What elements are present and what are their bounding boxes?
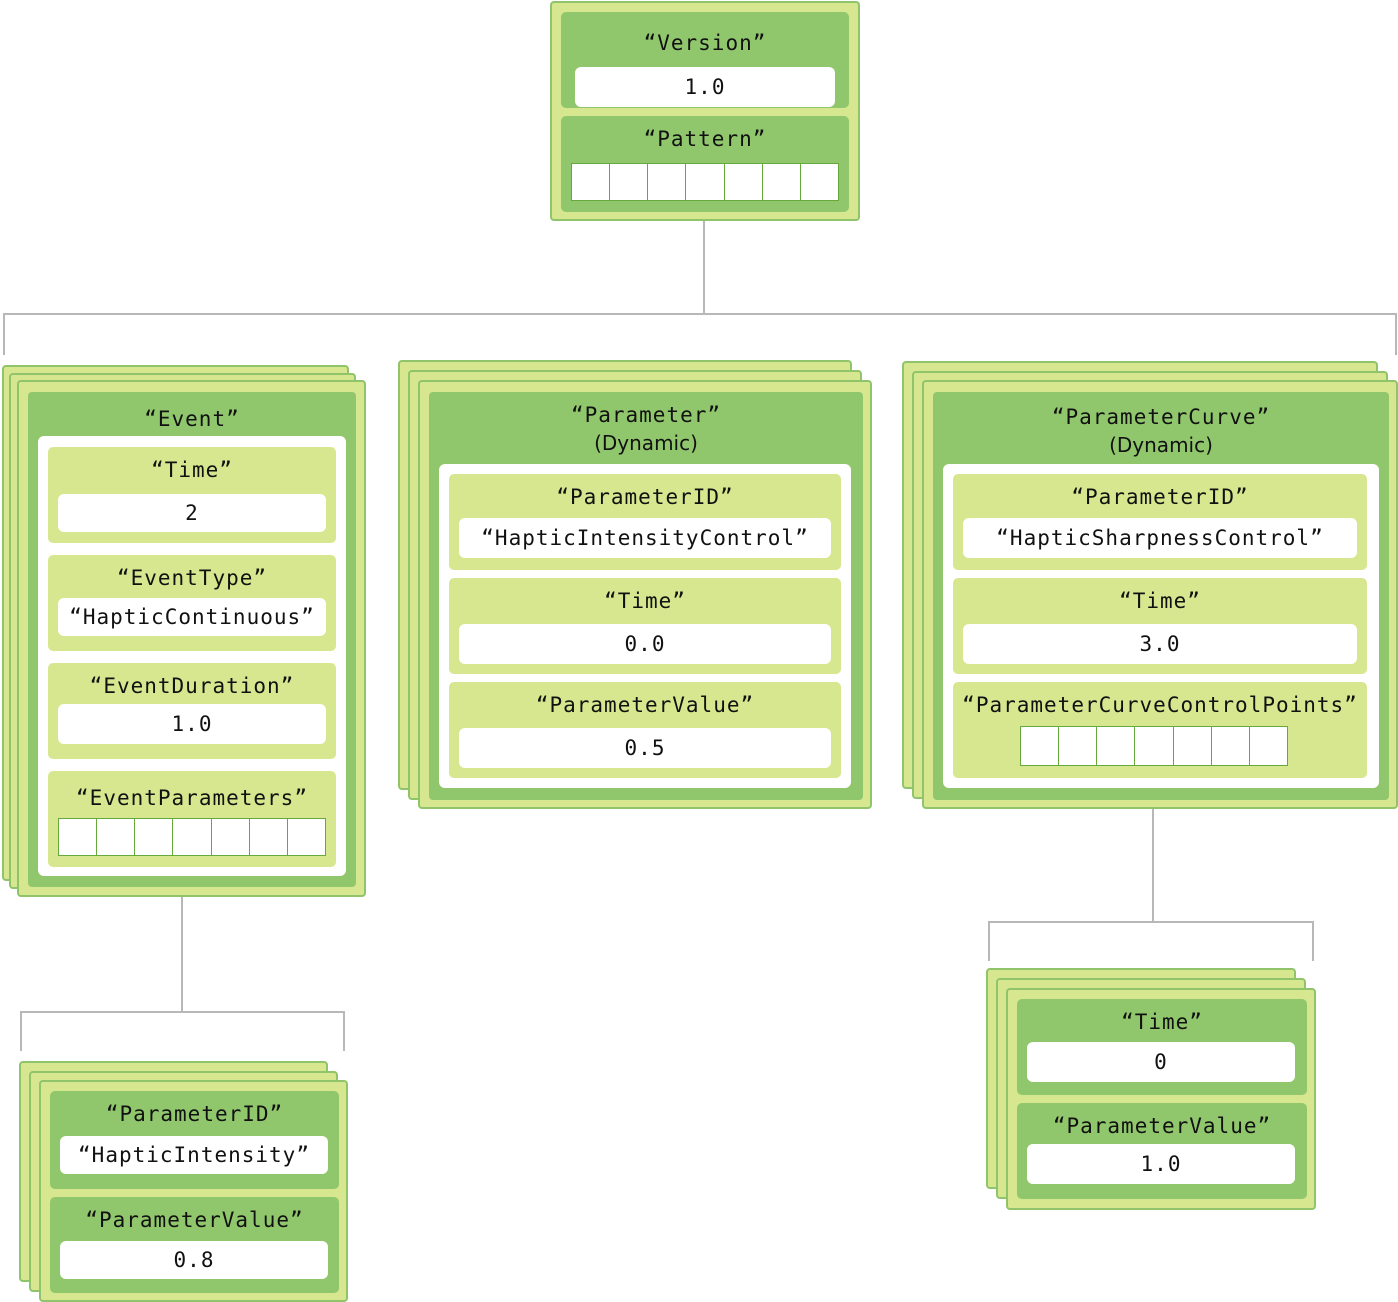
event-parameter-value-key: “ParameterValue” bbox=[85, 1208, 304, 1232]
parameter-curve-id-entry: “ParameterID” “HapticSharpnessControl” bbox=[953, 474, 1367, 570]
connector-event-horizontal bbox=[20, 1011, 345, 1013]
parameter-curve-subtitle: (Dynamic) bbox=[1109, 433, 1213, 457]
event-parameter-id-value: “HapticIntensity” bbox=[60, 1136, 328, 1174]
connector-curve-horizontal bbox=[988, 921, 1314, 923]
pattern-entry: “Pattern” bbox=[561, 116, 849, 212]
parameter-value-entry: “ParameterValue” 0.5 bbox=[449, 682, 841, 778]
control-point-node: “Time” 0 “ParameterValue” 1.0 bbox=[1006, 988, 1316, 1210]
connector-event-left-tick bbox=[20, 1011, 22, 1051]
version-key: “Version” bbox=[643, 31, 767, 55]
parameter-curve-points-entry: “ParameterCurveControlPoints” bbox=[953, 682, 1367, 778]
pattern-key: “Pattern” bbox=[643, 127, 767, 151]
event-node: “Event” “Time” 2 “EventType” “HapticCont… bbox=[17, 380, 366, 897]
parameter-id-entry: “ParameterID” “HapticIntensityControl” bbox=[449, 474, 841, 570]
event-parameters-entry: “EventParameters” bbox=[48, 771, 336, 867]
parameter-id-value: “HapticIntensityControl” bbox=[459, 518, 831, 558]
parameter-curve-time-key: “Time” bbox=[1119, 589, 1201, 613]
connector-event-right-tick bbox=[343, 1011, 345, 1051]
parameter-body: “ParameterID” “HapticIntensityControl” “… bbox=[439, 464, 851, 788]
event-duration-value: 1.0 bbox=[58, 704, 326, 744]
parameter-value-key: “ParameterValue” bbox=[535, 693, 755, 717]
connector-curve-right-tick bbox=[1312, 921, 1314, 961]
pattern-array bbox=[571, 163, 839, 201]
parameter-time-key: “Time” bbox=[604, 589, 686, 613]
control-point-time-value: 0 bbox=[1027, 1042, 1295, 1082]
parameter-outer: “Parameter” (Dynamic) “ParameterID” “Hap… bbox=[429, 392, 863, 800]
connector-curve-vertical bbox=[1152, 808, 1154, 922]
event-parameter-node: “ParameterID” “HapticIntensity” “Paramet… bbox=[39, 1080, 348, 1302]
parameter-node: “Parameter” (Dynamic) “ParameterID” “Hap… bbox=[418, 380, 872, 809]
parameter-value-value: 0.5 bbox=[459, 728, 831, 768]
version-entry: “Version” 1.0 bbox=[561, 12, 849, 108]
connector-root-left-tick bbox=[3, 313, 5, 355]
connector-root-right-tick bbox=[1395, 313, 1397, 355]
event-parameter-value-value: 0.8 bbox=[60, 1241, 328, 1279]
parameter-curve-points-key: “ParameterCurveControlPoints” bbox=[962, 693, 1358, 717]
control-point-time-entry: “Time” 0 bbox=[1017, 999, 1307, 1095]
event-title: “Event” bbox=[144, 407, 240, 431]
connector-root-vertical bbox=[703, 220, 705, 314]
parameter-curve-body: “ParameterID” “HapticSharpnessControl” “… bbox=[943, 464, 1379, 788]
parameter-time-value: 0.0 bbox=[459, 624, 831, 664]
event-time-entry: “Time” 2 bbox=[48, 447, 336, 543]
control-point-time-key: “Time” bbox=[1121, 1010, 1203, 1034]
event-parameter-id-key: “ParameterID” bbox=[105, 1102, 284, 1126]
event-duration-entry: “EventDuration” 1.0 bbox=[48, 663, 336, 759]
control-point-value-value: 1.0 bbox=[1027, 1144, 1295, 1184]
event-parameters-array bbox=[58, 818, 326, 856]
event-time-key: “Time” bbox=[151, 458, 233, 482]
parameter-time-entry: “Time” 0.0 bbox=[449, 578, 841, 674]
connector-curve-left-tick bbox=[988, 921, 990, 961]
parameter-curve-id-value: “HapticSharpnessControl” bbox=[963, 518, 1357, 558]
parameter-curve-id-key: “ParameterID” bbox=[1071, 485, 1249, 509]
event-type-value: “HapticContinuous” bbox=[58, 598, 326, 636]
version-value: 1.0 bbox=[575, 67, 835, 107]
parameter-curve-outer: “ParameterCurve” (Dynamic) “ParameterID”… bbox=[933, 392, 1389, 800]
parameter-curve-time-entry: “Time” 3.0 bbox=[953, 578, 1367, 674]
event-body: “Time” 2 “EventType” “HapticContinuous” … bbox=[38, 436, 346, 876]
event-time-value: 2 bbox=[58, 494, 326, 532]
parameter-subtitle: (Dynamic) bbox=[594, 431, 698, 455]
control-point-value-key: “ParameterValue” bbox=[1052, 1114, 1272, 1138]
root-node: “Version” 1.0 “Pattern” bbox=[550, 1, 860, 221]
parameter-curve-points-array bbox=[1020, 726, 1288, 766]
connector-root-horizontal bbox=[3, 313, 1397, 315]
event-duration-key: “EventDuration” bbox=[89, 674, 295, 698]
parameter-curve-time-value: 3.0 bbox=[963, 624, 1357, 664]
event-type-entry: “EventType” “HapticContinuous” bbox=[48, 555, 336, 651]
event-outer: “Event” “Time” 2 “EventType” “HapticCont… bbox=[28, 392, 356, 887]
parameter-title: “Parameter” bbox=[570, 403, 722, 427]
event-parameter-value-entry: “ParameterValue” 0.8 bbox=[50, 1197, 339, 1293]
control-point-value-entry: “ParameterValue” 1.0 bbox=[1017, 1103, 1307, 1199]
connector-event-vertical bbox=[181, 896, 183, 1012]
parameter-curve-node: “ParameterCurve” (Dynamic) “ParameterID”… bbox=[922, 380, 1398, 809]
parameter-curve-title: “ParameterCurve” bbox=[1051, 405, 1271, 429]
event-parameters-key: “EventParameters” bbox=[76, 786, 308, 810]
parameter-id-key: “ParameterID” bbox=[556, 485, 734, 509]
event-parameter-id-entry: “ParameterID” “HapticIntensity” bbox=[50, 1091, 339, 1189]
event-type-key: “EventType” bbox=[116, 566, 268, 590]
